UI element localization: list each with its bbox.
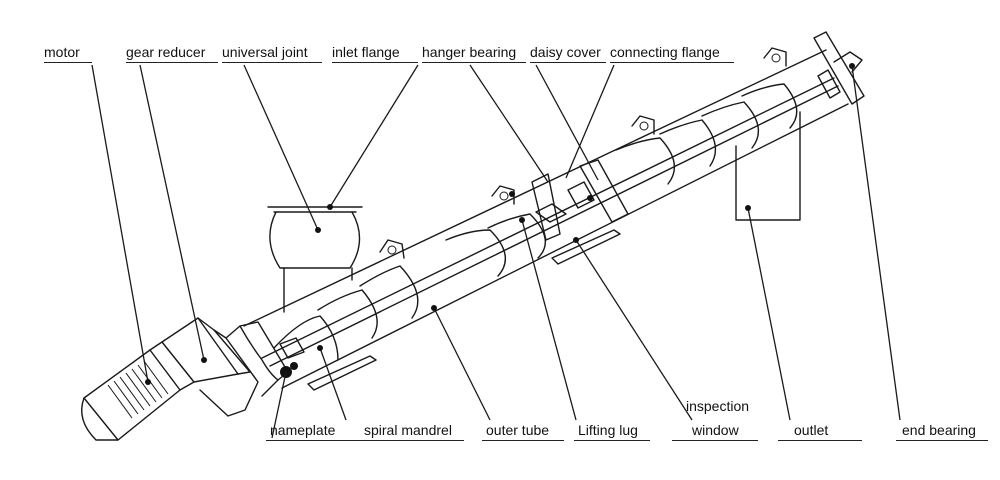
underline-daisy-cover [530,62,606,63]
underline-inlet-flange [332,62,418,63]
lifting-lugs [379,47,787,259]
label-motor: motor [44,44,80,60]
underline-gear-reducer [126,62,218,63]
label-lifting-lug: Lifting lug [578,422,638,438]
spiral-flights [273,83,798,361]
label-daisy-cover: daisy cover [530,44,601,60]
underline-connecting-flange [610,62,734,63]
motor-body [81,341,195,441]
underline-end-bearing [896,440,988,441]
label-hanger-bearing: hanger bearing [422,44,517,60]
inlet [267,206,363,313]
label-gear-reducer: gear reducer [126,44,206,60]
label-spiral-mandrel: spiral mandrel [364,422,452,438]
label-end-bearing: end bearing [902,422,976,438]
hanger-bearing-assembly [509,159,629,241]
label-inlet-flange: inlet flange [332,44,400,60]
underline-motor [44,62,92,63]
label-universal-joint: universal joint [222,44,308,60]
label-outer-tube: outer tube [486,422,550,438]
underline-lifting-lug [574,440,650,441]
underline-spiral-mandrel [346,440,464,441]
label-nameplate: nameplate [270,422,336,438]
label-inspection-window-line2: window [692,422,739,438]
end-flange [813,31,865,105]
label-connecting-flange: connecting flange [610,44,720,60]
leader-lines [91,64,901,439]
inspection-windows [307,229,621,391]
outlet-chute [735,111,801,221]
label-inspection-window-line1: inspection [686,398,750,414]
underline-hanger-bearing [422,62,526,63]
label-outlet: outlet [794,422,829,438]
leader-dots [145,204,751,385]
underline-inspection-window [672,440,758,441]
outer-tube [243,49,849,389]
underline-universal-joint [222,62,322,63]
underline-nameplate [266,440,346,441]
underline-outlet [778,440,862,441]
underline-outer-tube [482,440,564,441]
spiral-mandrel-shaft [261,77,839,367]
